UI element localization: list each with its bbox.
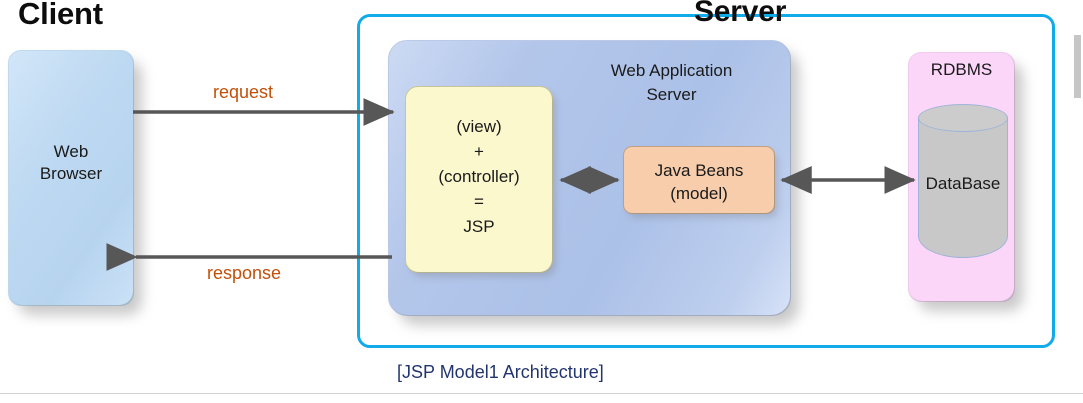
java-beans-label: Java Beans (model) [654,161,744,203]
scrollbar-thumb[interactable] [1074,35,1081,98]
web-browser-node[interactable]: Web Browser [8,50,134,306]
web-application-server-label: Web Application Server [610,61,733,104]
diagram-caption: [JSP Model1 Architecture] [397,362,604,382]
java-beans-node[interactable]: Java Beans (model) [623,146,775,214]
request-label: request [213,82,274,102]
rdbms-label: RDBMS [930,60,993,79]
database-cylinder-icon[interactable]: DataBase [918,104,1008,264]
database-label: DataBase [925,174,1001,193]
bottom-divider [0,393,1083,394]
jsp-node[interactable]: (view) + (controller) = JSP [405,86,553,273]
response-label: response [207,263,282,283]
database-cylinder-body [918,117,1008,258]
client-title: Client [18,0,103,31]
server-boundary-frame [357,14,1055,348]
web-browser-label: Web Browser [39,142,103,183]
server-title: Server [694,0,787,28]
database-cylinder-top [918,104,1008,132]
jsp-label: (view) + (controller) = JSP [438,117,520,236]
